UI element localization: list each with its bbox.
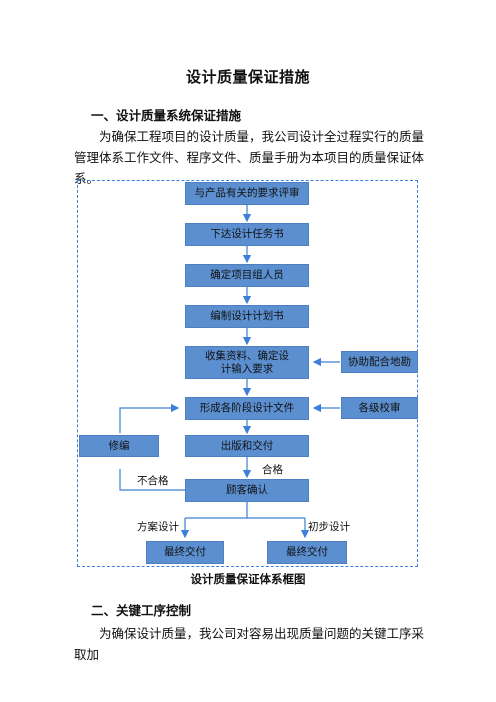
node-plan: 编制设计计划书 (185, 305, 309, 328)
node-publish: 出版和交付 (185, 435, 309, 457)
node-final-right: 最终交付 (267, 541, 347, 564)
node-revise: 修编 (79, 435, 159, 457)
page-title: 设计质量保证措施 (185, 68, 310, 86)
node-collect-inputs: 收集资料、确定设计输入要求 (185, 346, 309, 379)
label-fail: 不合格 (137, 475, 169, 487)
section-heading-2: 二、关键工序控制 (91, 603, 192, 618)
arrow-revise-docs (119, 403, 180, 433)
label-preliminary-design: 初步设计 (308, 521, 350, 533)
arrow-confirm-revise (119, 469, 185, 491)
node-final-left: 最终交付 (146, 541, 224, 564)
figure-caption: 设计质量保证体系框图 (190, 572, 306, 586)
node-customer-confirm: 顾客确认 (185, 479, 309, 502)
section-paragraph-1: 为确保工程项目的设计质量，我公司设计全过程实行的质量管理体系工作文件、程序文件、… (74, 129, 425, 186)
label-scheme-design: 方案设计 (137, 521, 179, 533)
node-design-docs: 形成各阶段设计文件 (185, 397, 309, 420)
node-requirements-review: 与产品有关的要求评审 (185, 182, 309, 205)
label-pass: 合格 (262, 464, 283, 476)
node-survey: 协助配合地勘 (341, 351, 418, 373)
section-paragraph-2: 为确保设计质量，我公司对容易出现质量问题的关键工序采取加 (74, 626, 425, 662)
flowchart-frame (77, 180, 418, 567)
node-team: 确定项目组人员 (185, 264, 309, 287)
node-proofread: 各级校审 (341, 397, 418, 419)
node-issue-task: 下达设计任务书 (185, 223, 309, 246)
section-heading-1: 一、设计质量系统保证措施 (91, 108, 242, 123)
